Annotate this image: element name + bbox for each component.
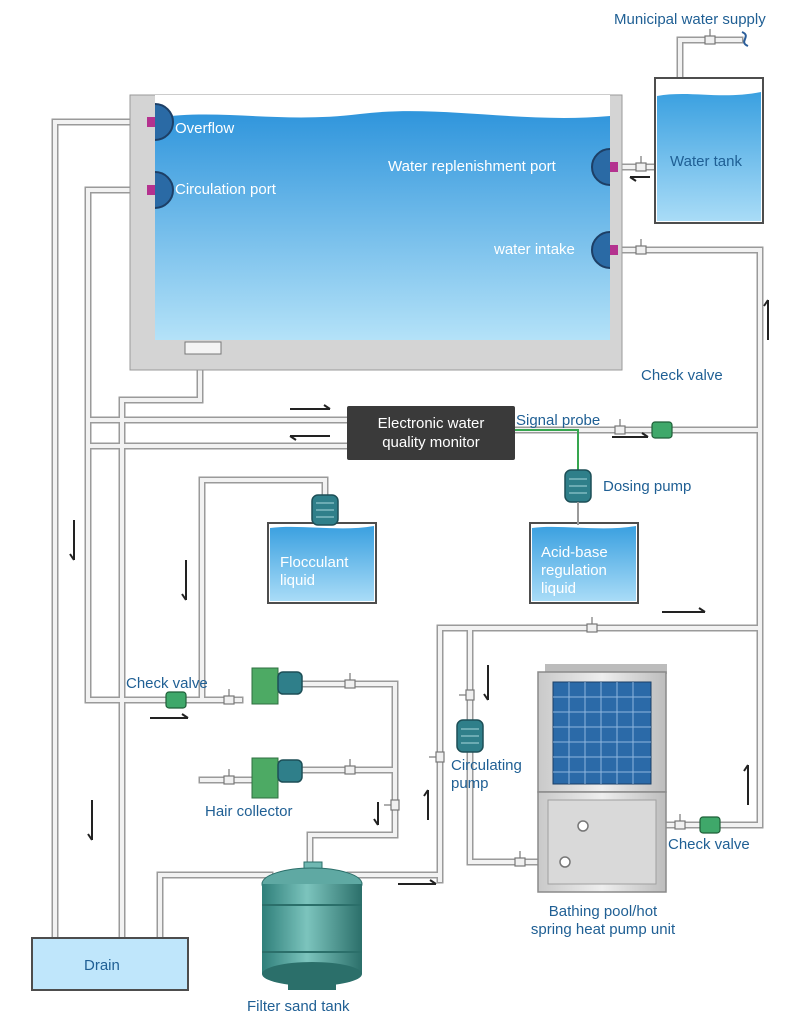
filter-sand-tank-label: Filter sand tank [247, 998, 350, 1015]
check-valve-top-label: Check valve [641, 367, 723, 384]
overflow-port-icon [154, 103, 174, 141]
circulation-port-label: Circulation port [175, 181, 276, 198]
acid-base-label-3: liquid [541, 580, 577, 597]
intake-port-icon [591, 231, 611, 269]
check-valve-right-icon [699, 816, 721, 834]
signal-line [514, 429, 579, 471]
pool [129, 94, 623, 371]
hair-collector-pump-top-icon [251, 667, 303, 705]
check-valve-left-icon [165, 691, 187, 709]
signal-probe-label: Signal probe [516, 412, 601, 429]
replenishment-port-label: Water replenishment port [388, 158, 556, 175]
hair-collector-pump-bottom-icon [251, 757, 303, 799]
faucet-icon [741, 31, 749, 47]
check-valve-right-label: Check valve [668, 836, 750, 853]
bottom-drain-grate [184, 341, 222, 355]
circulating-pump-label-1: Circulating [451, 757, 522, 774]
municipal-supply-label: Municipal water supply [614, 11, 766, 28]
acid-base-label-1: Acid-base [541, 544, 608, 561]
heat-pump-unit [537, 664, 667, 893]
flow-arrows [69, 176, 769, 885]
drain-label: Drain [84, 957, 120, 974]
heat-pump-label-1: Bathing pool/hot [548, 903, 658, 920]
dosing-pump-icon [564, 469, 592, 525]
hair-collector-label: Hair collector [205, 803, 293, 820]
overflow-label: Overflow [175, 120, 235, 137]
monitor-line-2: quality monitor [382, 434, 480, 451]
pool-ports [147, 103, 618, 269]
monitor-line-1: Electronic water [377, 415, 485, 432]
dosing-pump-label: Dosing pump [603, 478, 692, 495]
drain-basin [31, 937, 189, 991]
acid-base-tank [529, 522, 639, 604]
water-intake-label: water intake [494, 241, 575, 258]
heat-pump-label-2: spring heat pump unit [530, 921, 676, 938]
circulation-port-icon [154, 171, 174, 209]
circulating-pump-icon [456, 719, 484, 753]
acid-base-label-2: regulation [541, 562, 607, 579]
replenishment-port-icon [591, 148, 611, 186]
flocculant-label-2: liquid [280, 572, 316, 589]
gate-valves [223, 29, 716, 867]
flocculant-tank [267, 522, 377, 604]
filter-sand-tank [261, 861, 363, 990]
check-valve-left-label: Check valve [126, 675, 208, 692]
flocculant-label-1: Flocculant [280, 554, 349, 571]
circulating-pump-label-2: pump [451, 775, 489, 792]
water-tank-label: Water tank [670, 153, 742, 170]
water-quality-monitor: Electronic water quality monitor [347, 406, 515, 460]
water-tank [654, 77, 764, 224]
flocculant-pump-icon [311, 494, 339, 526]
check-valve-top-icon [651, 421, 673, 439]
